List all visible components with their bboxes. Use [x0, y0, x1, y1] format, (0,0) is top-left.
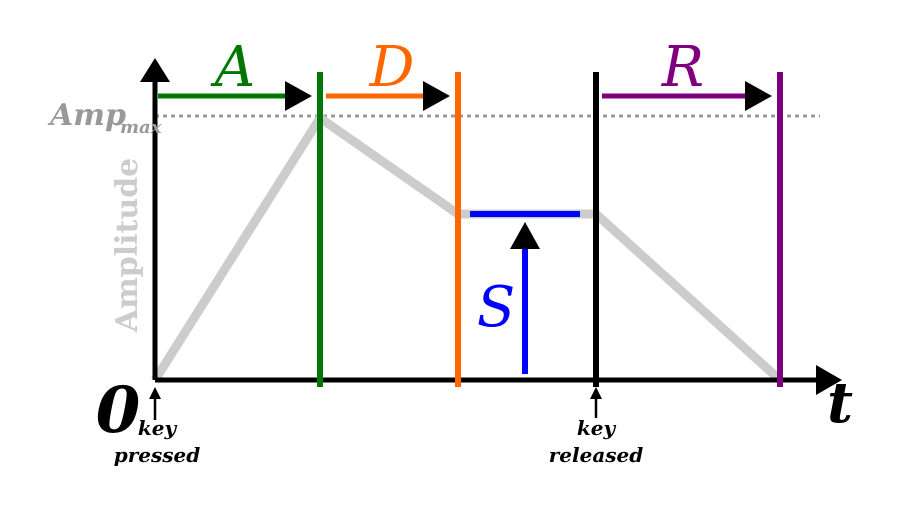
amp-subscript: max	[120, 117, 162, 138]
sustain-label: S	[477, 275, 515, 340]
attack-arrowhead	[285, 81, 312, 111]
amp-max-label: Ampmax	[47, 98, 162, 138]
key-pressed-arrowhead	[149, 387, 161, 399]
key-released-line2: released	[549, 443, 644, 467]
key-pressed-line2: pressed	[114, 443, 200, 467]
amp-label: Amp	[47, 98, 126, 133]
release-arrowhead	[745, 81, 772, 111]
y-axis-arrowhead	[140, 58, 170, 82]
origin-label: 0	[96, 373, 141, 448]
attack-label: A	[210, 35, 255, 100]
key-released-line1: key	[577, 416, 617, 440]
envelope-curve	[151, 113, 784, 384]
key-pressed-line1: key	[138, 416, 178, 440]
release-label: R	[661, 35, 704, 100]
amplitude-axis-label: Amplitude	[110, 158, 145, 334]
decay-arrowhead	[423, 81, 450, 111]
decay-label: D	[369, 35, 415, 100]
x-axis-arrowhead	[816, 365, 842, 395]
time-axis-label: t	[827, 370, 853, 436]
key-released-arrowhead	[590, 387, 602, 399]
sustain-arrowhead	[510, 222, 540, 249]
